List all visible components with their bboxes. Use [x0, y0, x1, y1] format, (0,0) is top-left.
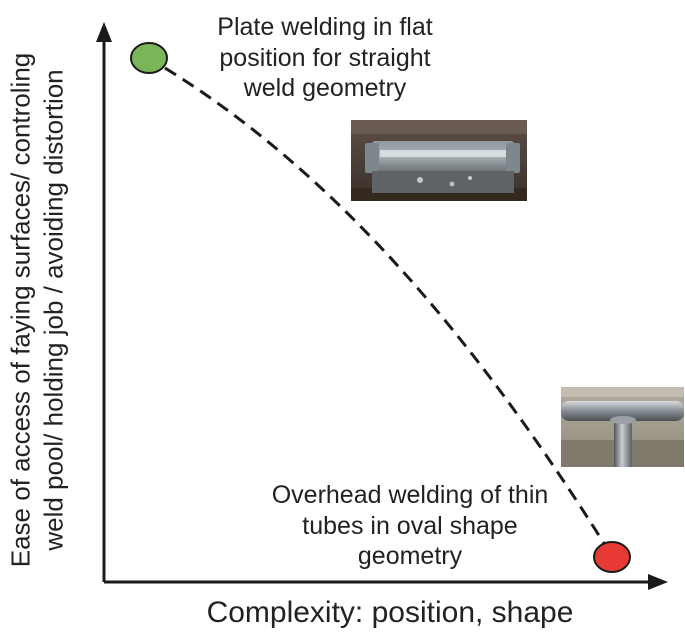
top-note-line2: position for straight: [219, 43, 431, 72]
top-note: Plate welding in flat position for strai…: [175, 12, 475, 104]
bottom-note-line3: geometry: [357, 542, 463, 570]
end-marker: [593, 541, 631, 573]
x-axis-arrow-icon: [648, 574, 668, 590]
bottom-note-line2: tubes in oval shape: [302, 511, 518, 540]
y-axis-arrow-icon: [96, 22, 112, 42]
axes: [96, 22, 668, 590]
tube-photo: [561, 387, 684, 467]
x-axis-title: Complexity: position, shape: [206, 596, 574, 629]
plate-photo: [351, 120, 527, 201]
top-note-line3: weld geometry: [243, 74, 407, 102]
bottom-note-line1: Overhead welding of thin: [271, 481, 549, 509]
top-note-line1: Plate welding in flat: [217, 13, 433, 41]
start-marker: [130, 42, 168, 74]
trend-curve: [164, 66, 607, 546]
y-axis-title-line2: weld pool/ holding job / avoiding distor…: [38, 69, 68, 551]
y-axis-title: Ease of access of faying surfaces/ contr…: [5, 0, 70, 630]
y-axis-title-line1: Ease of access of faying surfaces/ contr…: [5, 52, 36, 568]
bottom-note: Overhead welding of thin tubes in oval s…: [240, 480, 580, 572]
